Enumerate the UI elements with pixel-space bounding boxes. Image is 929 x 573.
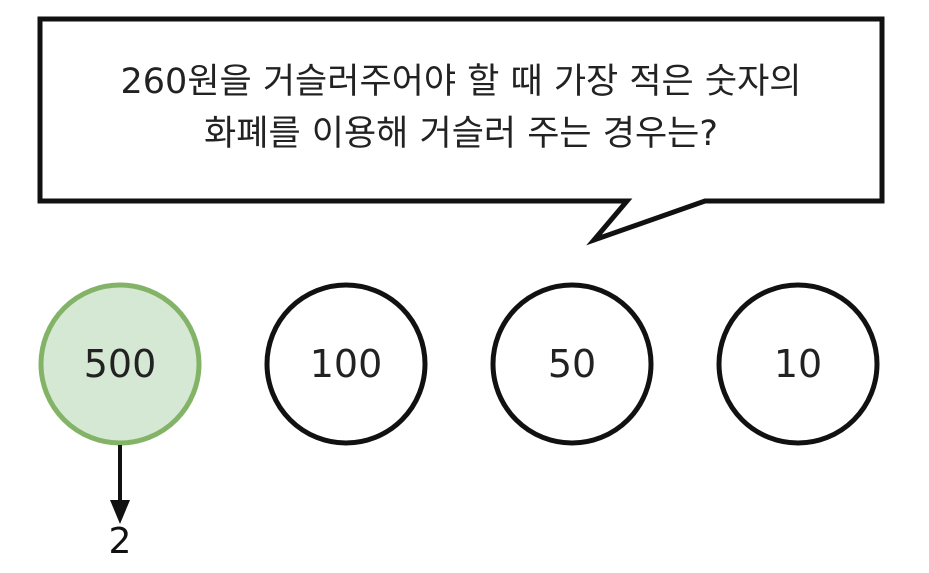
coin-50-label: 50	[547, 342, 597, 386]
speech-bubble	[37, 16, 885, 246]
question-text: 260원을 거슬러주어야 할 때 가장 적은 숫자의 화폐를 이용해 거슬러 주…	[40, 56, 882, 160]
arrow-head	[110, 500, 130, 524]
coin-50-circle	[490, 282, 654, 446]
coin-100-label: 100	[309, 342, 383, 386]
coin-500-circle	[38, 282, 202, 446]
coin-10-label: 10	[773, 342, 823, 386]
coin-500-label: 500	[83, 342, 157, 386]
coin-500-count: 2	[108, 521, 132, 562]
coin-10-circle	[716, 282, 880, 446]
coin-100-circle	[264, 282, 428, 446]
question-line-2: 화폐를 이용해 거슬러 주는 경우는?	[204, 114, 718, 154]
question-line-1: 260원을 거슬러주어야 할 때 가장 적은 숫자의	[120, 62, 802, 102]
